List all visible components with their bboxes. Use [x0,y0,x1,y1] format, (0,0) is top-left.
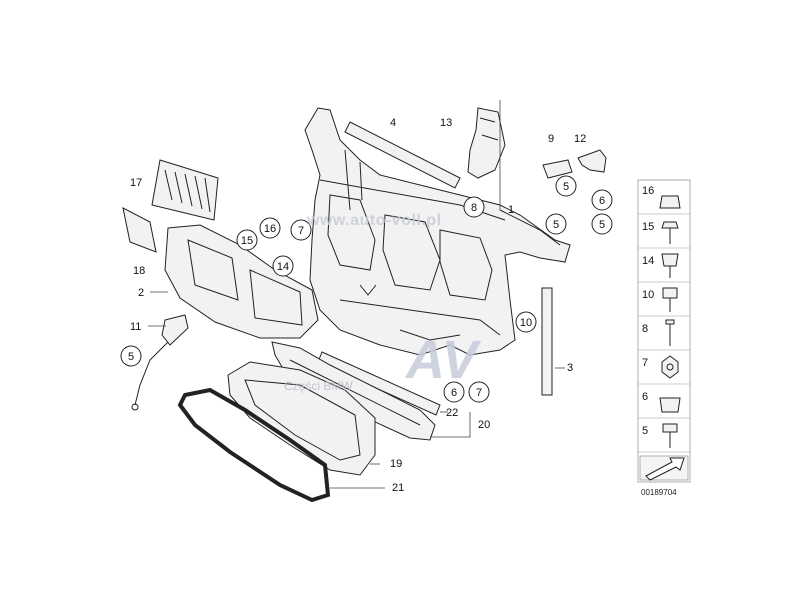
label-19: 19 [390,458,402,470]
legend-item-5: 5 [642,423,678,448]
svg-text:8: 8 [471,202,477,214]
front-panel-carrier [304,107,571,356]
legend-item-16: 16 [642,185,681,209]
svg-text:10: 10 [520,317,532,329]
legend-item-6: 6 [642,391,681,413]
bracket-12 [577,149,607,173]
label-2: 2 [138,287,144,299]
callouts: 5 5 5 5 6 6 7 7 8 10 14 15 16 [120,175,613,403]
svg-text:14: 14 [642,255,654,267]
svg-text:7: 7 [642,357,648,369]
legend-item-15: 15 [642,221,679,244]
svg-text:6: 6 [599,195,605,207]
watermark-url: www.auto-voll.pl [306,212,442,229]
label-22: 22 [446,407,458,419]
callout-7b: 7 [468,381,490,403]
hardware-legend: 16 15 14 10 8 7 6 [637,179,691,483]
callout-6b: 6 [443,381,465,403]
legend-item-8: 8 [642,319,675,346]
label-11: 11 [130,321,141,333]
label-13: 13 [440,117,452,129]
callout-5a: 5 [555,175,577,197]
seal-21 [177,387,331,503]
svg-text:10: 10 [642,289,654,301]
svg-text:15: 15 [241,235,253,247]
seal-strip-4 [344,121,461,189]
callout-5d: 5 [120,345,142,367]
legend-item-7: 7 [642,355,679,379]
part-labels: 1 2 3 4 9 11 12 13 17 18 19 20 21 22 [130,117,586,494]
callout-8: 8 [463,196,485,218]
grille-frame-19 [227,361,376,476]
label-18: 18 [133,265,145,277]
label-21: 21 [392,482,404,494]
callout-16: 16 [259,217,281,239]
bracket-13 [467,107,506,179]
svg-text:6: 6 [451,387,457,399]
svg-text:5: 5 [563,181,569,193]
svg-text:15: 15 [642,221,654,233]
callout-10: 10 [515,311,537,333]
diagram-code: 00189704 [641,488,677,497]
label-4: 4 [390,117,396,129]
callout-5c: 5 [591,213,613,235]
bracket-18 [122,207,157,253]
svg-text:5: 5 [642,425,648,437]
legend-item-10: 10 [642,287,678,312]
svg-text:16: 16 [264,223,276,235]
direction-arrow-icon [639,455,689,481]
label-1: 1 [508,204,514,216]
leader-lines [148,100,565,489]
watermark-brand: Części BMW [284,379,353,393]
callout-6a: 6 [591,189,613,211]
watermark: www.auto-voll.pl AV Części BMW [284,212,481,393]
label-20: 20 [478,419,490,431]
label-9: 9 [548,133,554,145]
label-17: 17 [130,177,142,189]
svg-text:6: 6 [642,391,648,403]
svg-text:16: 16 [642,185,654,197]
label-12: 12 [574,133,586,145]
callout-15: 15 [236,229,258,251]
label-3: 3 [567,362,573,374]
svg-text:7: 7 [476,387,482,399]
svg-text:5: 5 [599,219,605,231]
svg-text:5: 5 [553,219,559,231]
svg-text:7: 7 [298,225,304,237]
bracket-9 [542,159,573,179]
air-duct-2 [164,224,319,339]
legend-item-14: 14 [642,253,679,278]
bracket-11 [131,314,189,411]
svg-text:5: 5 [128,351,134,363]
callout-5b: 5 [545,213,567,235]
svg-text:14: 14 [277,261,289,273]
air-guide-17 [151,159,219,221]
callout-14: 14 [272,255,294,277]
callout-7a: 7 [290,219,312,241]
svg-text:8: 8 [642,323,648,335]
seal-strip-3 [541,287,553,396]
watermark-logo: AV [404,330,481,390]
